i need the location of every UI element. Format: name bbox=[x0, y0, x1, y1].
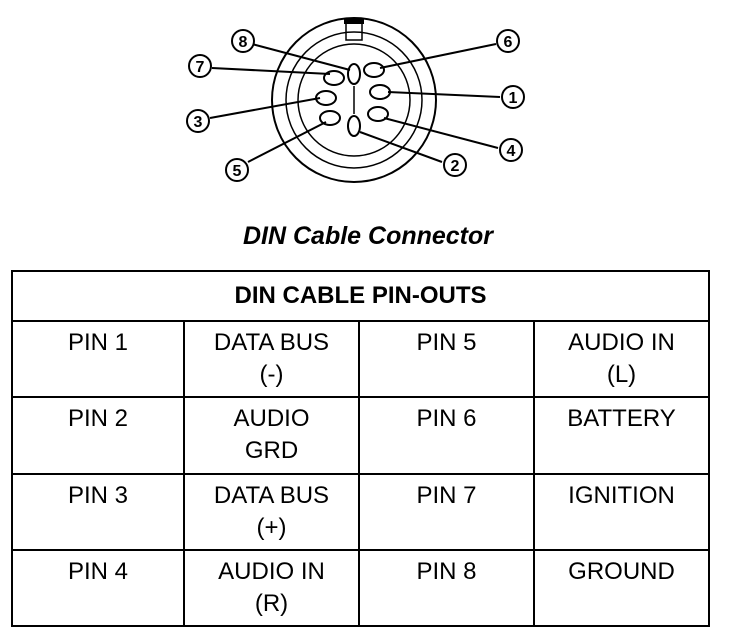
pin-number-cell: PIN 3 bbox=[11, 473, 185, 551]
pin-number: PIN 7 bbox=[416, 482, 477, 509]
pin-number-cell: PIN 4 bbox=[11, 549, 185, 627]
pin-function-cell: DATA BUS (-) bbox=[183, 320, 360, 398]
table-row: PIN 2 AUDIO GRD PIN 6 BATTERY bbox=[11, 396, 710, 475]
callout-circle bbox=[501, 85, 525, 109]
callout-circle bbox=[186, 109, 210, 133]
leader-line-1 bbox=[387, 91, 501, 98]
pin-contact-8 bbox=[347, 63, 361, 85]
pin-function-cell: BATTERY bbox=[533, 396, 710, 475]
pinout-table: DIN CABLE PIN-OUTS PIN 1 DATA BUS (-) PI… bbox=[11, 270, 710, 627]
pin-number-cell: PIN 8 bbox=[358, 549, 535, 627]
pin-function: DATA BUS (-) bbox=[213, 329, 330, 388]
leader-line-3 bbox=[209, 97, 321, 119]
pin-function: AUDIO IN (R) bbox=[218, 558, 325, 617]
diagram-caption: DIN Cable Connector bbox=[242, 222, 494, 250]
table-title-row: DIN CABLE PIN-OUTS bbox=[11, 270, 710, 322]
callout-number: 2 bbox=[451, 158, 460, 175]
pin-function-cell: AUDIO IN (L) bbox=[533, 320, 710, 398]
pin-callout-1: 1 bbox=[501, 85, 525, 109]
pin-function: GROUND bbox=[568, 558, 675, 585]
callout-circle bbox=[443, 153, 467, 177]
pin-callout-5: 5 bbox=[225, 158, 249, 182]
pin-number-cell: PIN 1 bbox=[11, 320, 185, 398]
pin-number: PIN 5 bbox=[416, 329, 477, 356]
leader-line-2 bbox=[359, 131, 443, 163]
pin-number-cell: PIN 5 bbox=[358, 320, 535, 398]
pin-contacts bbox=[315, 62, 391, 137]
pin-contact-1 bbox=[369, 84, 391, 100]
pin-contact-4 bbox=[367, 106, 389, 122]
pin-number: PIN 1 bbox=[67, 329, 129, 356]
leader-line-4 bbox=[383, 117, 499, 149]
pin-callout-7: 7 bbox=[188, 54, 212, 78]
pin-callout-6: 6 bbox=[496, 29, 520, 53]
callout-circle bbox=[231, 29, 255, 53]
pin-contact-6 bbox=[363, 62, 385, 78]
pin-callout-2: 2 bbox=[443, 153, 467, 177]
pin-number: PIN 3 bbox=[67, 482, 129, 509]
pin-function: DATA BUS (+) bbox=[213, 482, 330, 541]
callout-number: 5 bbox=[233, 163, 242, 180]
pin-function: BATTERY bbox=[567, 405, 676, 432]
pin-function-cell: IGNITION bbox=[533, 473, 710, 551]
callout-number: 3 bbox=[194, 114, 203, 131]
leader-line-7 bbox=[211, 67, 331, 75]
callout-number: 6 bbox=[504, 34, 513, 51]
pin-function-cell: AUDIO IN (R) bbox=[183, 549, 360, 627]
pin-callout-3: 3 bbox=[186, 109, 210, 133]
callout-circle bbox=[499, 138, 523, 162]
connector-key-notch bbox=[345, 22, 363, 41]
leader-line-8 bbox=[251, 43, 351, 71]
table-row: PIN 4 AUDIO IN (R) PIN 8 GROUND bbox=[11, 549, 710, 627]
pin-callout-8: 8 bbox=[231, 29, 255, 53]
table-row: PIN 3 DATA BUS (+) PIN 7 IGNITION bbox=[11, 473, 710, 551]
callout-circle bbox=[496, 29, 520, 53]
pin-number: PIN 8 bbox=[416, 558, 477, 585]
pin-number-cell: PIN 2 bbox=[11, 396, 185, 475]
pin-function-cell: AUDIO GRD bbox=[183, 396, 360, 475]
pin-number: PIN 2 bbox=[67, 405, 129, 432]
pin-function: IGNITION bbox=[568, 482, 675, 509]
leader-lines bbox=[209, 43, 501, 163]
pin-number-cell: PIN 6 bbox=[358, 396, 535, 475]
pin-function-cell: GROUND bbox=[533, 549, 710, 627]
callout-number: 1 bbox=[509, 90, 518, 107]
din-connector-diagram: 8 6 7 1 3 4 5 2 bbox=[186, 17, 525, 183]
pin-contact-2 bbox=[347, 115, 361, 137]
callout-number: 7 bbox=[196, 59, 205, 76]
callout-circle bbox=[188, 54, 212, 78]
pin-function-cell: DATA BUS (+) bbox=[183, 473, 360, 551]
leader-line-5 bbox=[247, 121, 327, 163]
connector-inner-ring bbox=[285, 31, 423, 169]
leader-line-6 bbox=[379, 43, 497, 69]
callout-number: 8 bbox=[239, 34, 248, 51]
callout-circle bbox=[225, 158, 249, 182]
pin-number: PIN 4 bbox=[67, 558, 129, 585]
table-title: DIN CABLE PIN-OUTS bbox=[11, 270, 710, 322]
connector-key-top bbox=[344, 18, 364, 24]
pin-function: AUDIO IN (L) bbox=[568, 329, 675, 388]
pin-number: PIN 6 bbox=[416, 405, 477, 432]
pin-callout-4: 4 bbox=[499, 138, 523, 162]
connector-face bbox=[297, 43, 411, 157]
pin-number-cell: PIN 7 bbox=[358, 473, 535, 551]
pin-function: AUDIO GRD bbox=[233, 405, 310, 464]
table-row: PIN 1 DATA BUS (-) PIN 5 AUDIO IN (L) bbox=[11, 320, 710, 398]
callout-number: 4 bbox=[507, 143, 516, 160]
